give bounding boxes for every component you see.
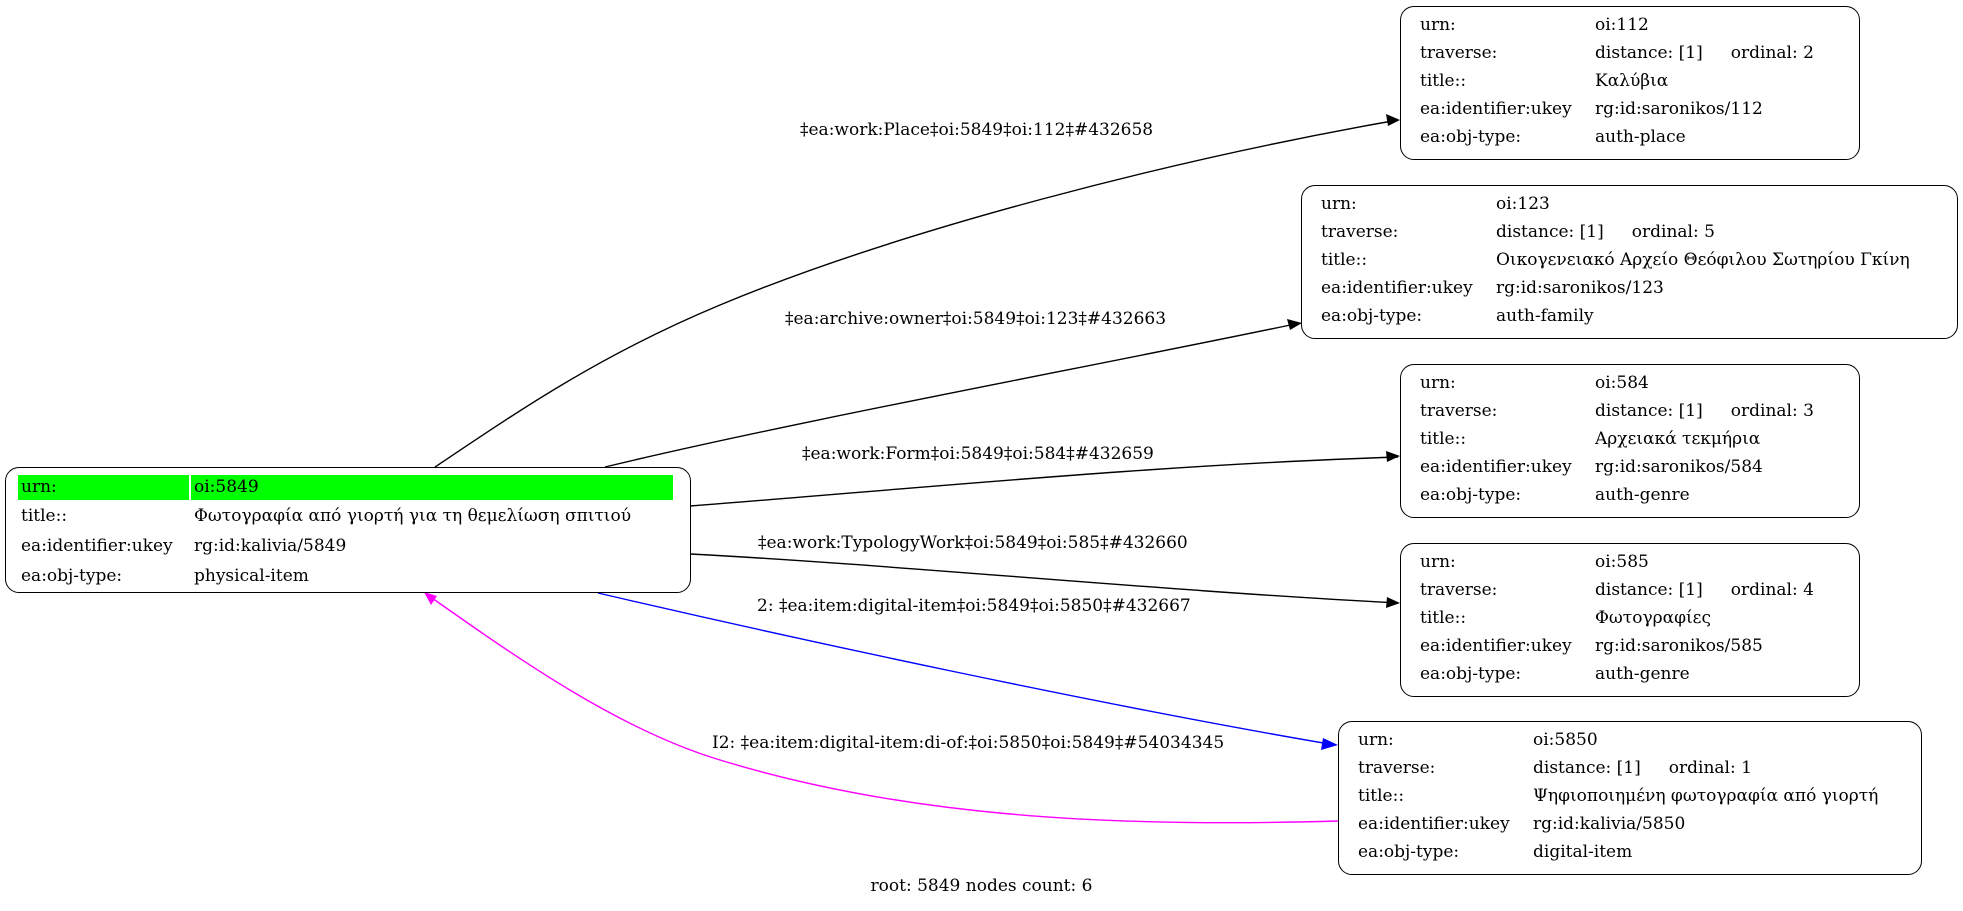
edge-label-digital-item-inverse: I2: ‡ea:item:digital-item:di-of:‡oi:5850… (712, 733, 1225, 753)
node-urn-key: urn: (1420, 373, 1456, 393)
root-row-urn: urn: oi:5849 (18, 475, 673, 500)
edge-label-place: ‡ea:work:Place‡oi:5849‡oi:112‡#432658 (800, 120, 1154, 140)
node-ukey-value: rg:id:kalivia/5850 (1533, 814, 1686, 834)
graph-footer: root: 5849 nodes count: 6 (870, 876, 1093, 896)
node-title-key: title:: (1321, 250, 1368, 270)
node-ordinal: ordinal: 1 (1668, 758, 1752, 778)
node-ukey-value: rg:id:saronikos/585 (1595, 636, 1763, 656)
node-title-value: Ψηφιοποιημένη φωτογραφία από γιορτή (1533, 786, 1879, 806)
node-urn-value: oi:5850 (1533, 730, 1598, 750)
node-traverse-key: traverse: (1420, 401, 1498, 421)
node-ukey-key: ea:identifier:ukey (1321, 278, 1473, 298)
node-type-key: ea:obj-type: (1420, 127, 1522, 147)
node-584[interactable]: urn: oi:584 traverse: distance: [1] ordinal… (1400, 364, 1860, 518)
edge-digital-item[interactable] (597, 592, 1336, 746)
root-urn-key: urn: (18, 475, 189, 500)
node-urn-value: oi:584 (1595, 373, 1649, 393)
root-title-value: Φωτογραφία από γιορτή για τη θεμελίωση σ… (194, 506, 632, 526)
node-ordinal: ordinal: 5 (1631, 222, 1715, 242)
node-title-key: title:: (1358, 786, 1405, 806)
node-ukey-value: rg:id:saronikos/584 (1595, 457, 1763, 477)
edge-label-owner: ‡ea:archive:owner‡oi:5849‡oi:123‡#432663 (785, 309, 1167, 329)
edge-form[interactable] (689, 456, 1399, 507)
node-type-value: auth-place (1595, 127, 1686, 147)
node-urn-key: urn: (1420, 15, 1456, 35)
node-123[interactable]: urn: oi:123 traverse: distance: [1] ordinal… (1301, 185, 1958, 339)
node-ordinal: ordinal: 3 (1730, 401, 1814, 421)
node-title-key: title:: (1420, 429, 1467, 449)
node-title-value: Φωτογραφίες (1595, 608, 1711, 628)
node-type-key: ea:obj-type: (1358, 842, 1460, 862)
node-urn-key: urn: (1420, 552, 1456, 572)
node-ordinal: ordinal: 2 (1730, 43, 1814, 63)
root-row-type: ea:obj-type: physical-item (18, 562, 673, 590)
node-title-value: Οικογενειακό Αρχείο Θεόφιλου Σωτηρίου Γκ… (1496, 250, 1910, 270)
node-type-value: auth-family (1496, 306, 1594, 326)
edge-owner-arrowhead (1287, 319, 1302, 330)
root-title-key: title:: (21, 506, 68, 526)
node-traverse-key: traverse: (1420, 43, 1498, 63)
node-urn-key: urn: (1321, 194, 1357, 214)
edge-typology-arrowhead (1386, 597, 1400, 608)
edge-typology[interactable] (689, 553, 1399, 604)
node-type-value: auth-genre (1595, 664, 1690, 684)
root-urn-value: oi:5849 (191, 475, 673, 500)
edge-label-form: ‡ea:work:Form‡oi:5849‡oi:584‡#432659 (802, 444, 1154, 464)
edge-place-arrowhead (1386, 114, 1400, 126)
node-distance: distance: [1] (1595, 43, 1703, 63)
edge-form-arrowhead (1386, 451, 1400, 462)
node-ukey-value: rg:id:saronikos/112 (1595, 99, 1763, 119)
edge-digital-item-arrowhead (1321, 738, 1338, 750)
root-ukey-key: ea:identifier:ukey (21, 536, 173, 556)
root-type-key: ea:obj-type: (21, 566, 123, 586)
node-distance: distance: [1] (1496, 222, 1604, 242)
edge-owner[interactable] (604, 322, 1301, 468)
edge-place[interactable] (434, 119, 1399, 468)
edge-label-typology: ‡ea:work:TypologyWork‡oi:5849‡oi:585‡#43… (758, 533, 1188, 553)
edge-label-digital-item: 2: ‡ea:item:digital-item‡oi:5849‡oi:5850… (757, 596, 1191, 616)
node-urn-value: oi:585 (1595, 552, 1649, 572)
node-urn-value: oi:112 (1595, 15, 1649, 35)
node-title-key: title:: (1420, 608, 1467, 628)
node-585[interactable]: urn: oi:585 traverse: distance: [1] ordinal… (1400, 543, 1860, 697)
node-type-value: digital-item (1533, 842, 1633, 862)
node-urn-value: oi:123 (1496, 194, 1550, 214)
node-ukey-key: ea:identifier:ukey (1420, 99, 1572, 119)
node-type-value: auth-genre (1595, 485, 1690, 505)
root-type-value: physical-item (194, 566, 309, 586)
root-node-5849[interactable]: urn: oi:5849 title:: Φωτογραφία από γιορ… (5, 467, 691, 593)
node-ukey-key: ea:identifier:ukey (1358, 814, 1510, 834)
root-ukey-value: rg:id:kalivia/5849 (194, 536, 347, 556)
edge-digital-item-inverse[interactable] (431, 597, 1339, 824)
node-112[interactable]: urn: oi:112 traverse: distance: [1] ordinal… (1400, 6, 1860, 160)
node-ukey-key: ea:identifier:ukey (1420, 636, 1572, 656)
edge-digital-item-inverse-arrowhead (424, 592, 437, 605)
node-5850[interactable]: urn: oi:5850 traverse: distance: [1] ordina… (1338, 721, 1922, 875)
node-urn-key: urn: (1358, 730, 1394, 750)
node-distance: distance: [1] (1533, 758, 1641, 778)
node-type-key: ea:obj-type: (1321, 306, 1423, 326)
node-distance: distance: [1] (1595, 401, 1703, 421)
node-ukey-key: ea:identifier:ukey (1420, 457, 1572, 477)
node-ukey-value: rg:id:saronikos/123 (1496, 278, 1664, 298)
node-ordinal: ordinal: 4 (1730, 580, 1814, 600)
root-row-ukey: ea:identifier:ukey rg:id:kalivia/5849 (18, 532, 673, 560)
node-traverse-key: traverse: (1358, 758, 1436, 778)
node-traverse-key: traverse: (1321, 222, 1399, 242)
node-title-value: Αρχειακά τεκμήρια (1595, 429, 1761, 449)
node-traverse-key: traverse: (1420, 580, 1498, 600)
node-type-key: ea:obj-type: (1420, 664, 1522, 684)
node-title-value: Καλύβια (1595, 71, 1669, 91)
node-distance: distance: [1] (1595, 580, 1703, 600)
root-row-title: title:: Φωτογραφία από γιορτή για τη θεμ… (18, 502, 673, 530)
node-type-key: ea:obj-type: (1420, 485, 1522, 505)
node-title-key: title:: (1420, 71, 1467, 91)
